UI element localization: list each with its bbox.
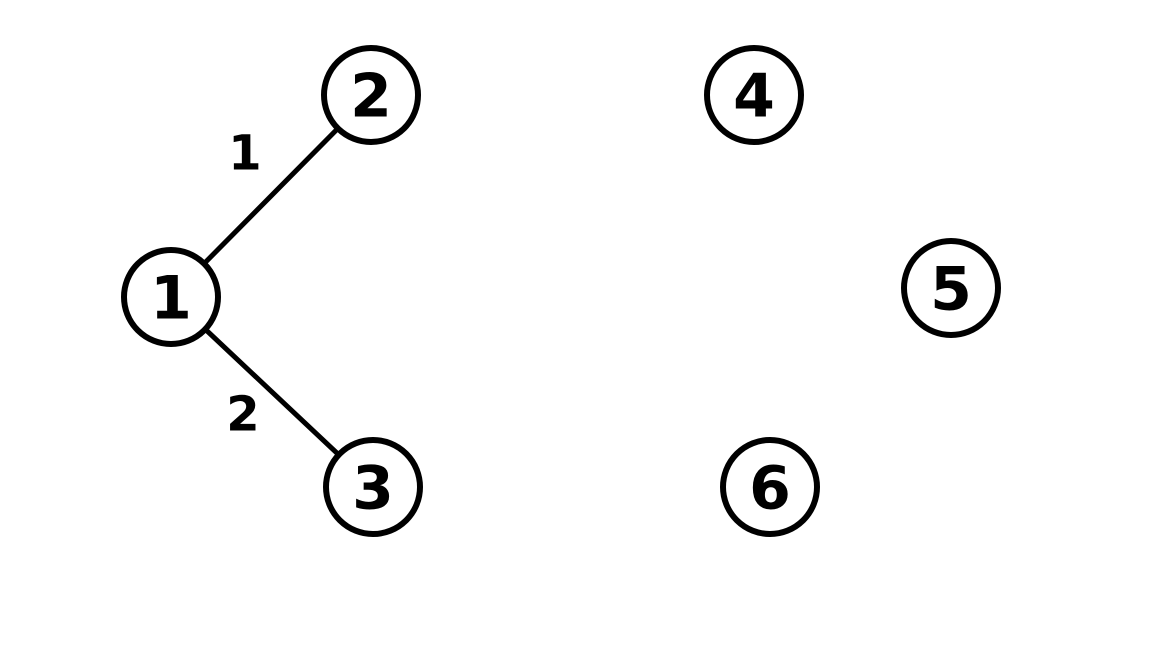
node-circle xyxy=(901,238,1001,338)
node-label: 6 xyxy=(749,454,791,524)
node-circle xyxy=(323,437,423,537)
graph-node-5: 5 xyxy=(901,238,1001,338)
graph-node-1: 1 xyxy=(121,247,221,347)
graph-node-2: 2 xyxy=(321,45,421,145)
graph-node-4: 4 xyxy=(704,45,804,145)
node-label: 2 xyxy=(350,62,392,132)
node-label: 3 xyxy=(352,454,394,524)
graph-node-6: 6 xyxy=(720,437,820,537)
node-circle xyxy=(121,247,221,347)
node-label: 4 xyxy=(733,62,775,132)
node-label: 1 xyxy=(150,264,192,334)
node-circle xyxy=(720,437,820,537)
graph-node-3: 3 xyxy=(323,437,423,537)
edge-weight-label: 1 xyxy=(228,125,261,181)
node-circle xyxy=(704,45,804,145)
edge-weight-label: 2 xyxy=(226,386,259,442)
node-circle xyxy=(321,45,421,145)
node-label: 5 xyxy=(930,255,972,325)
